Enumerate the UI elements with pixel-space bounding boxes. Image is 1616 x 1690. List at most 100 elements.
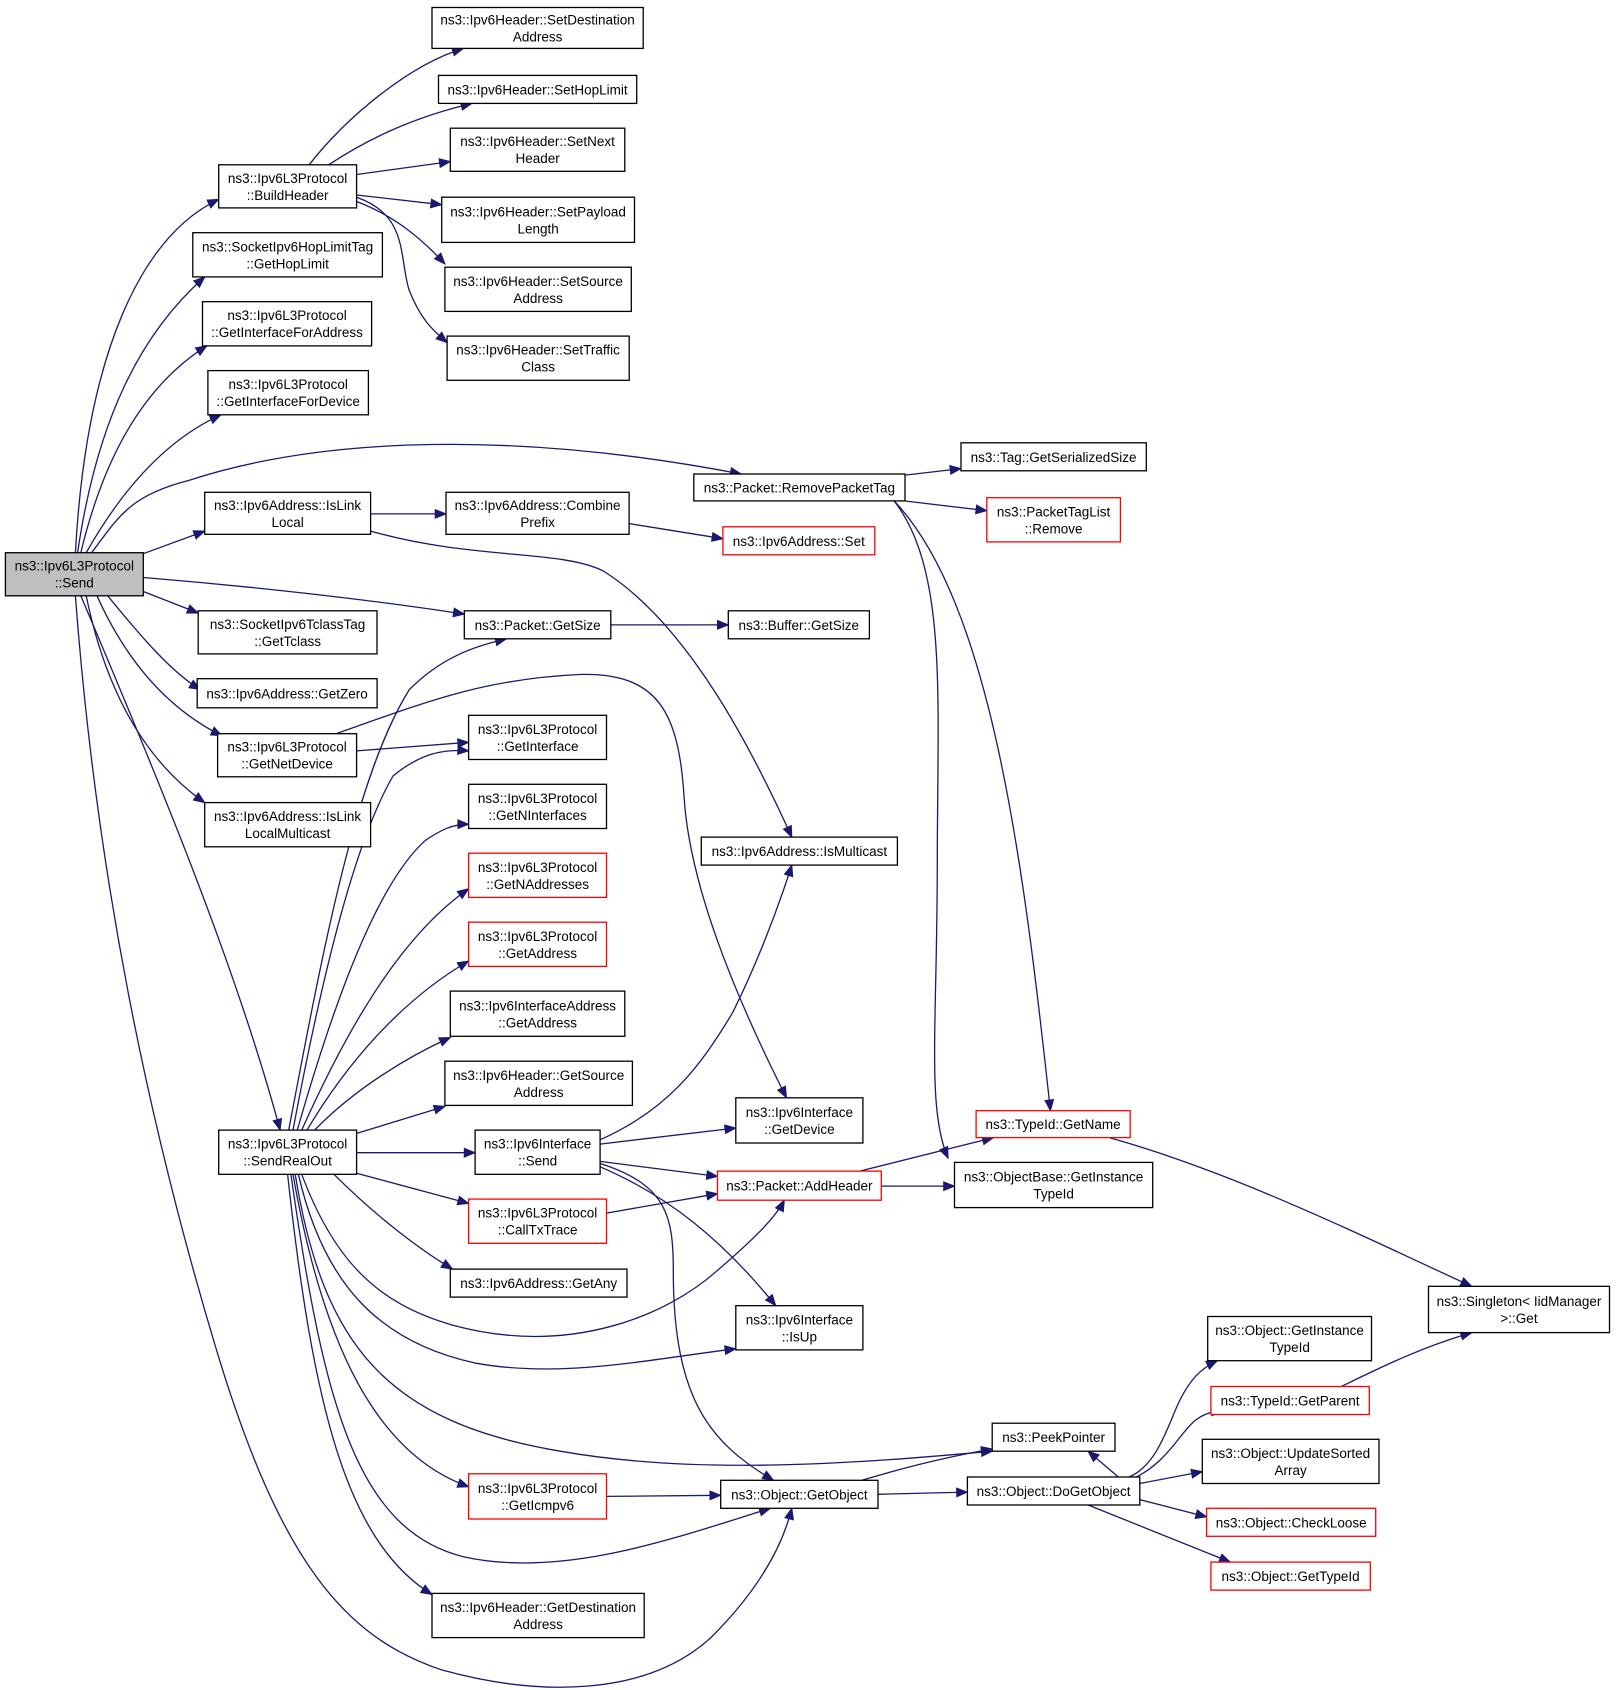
- edge-line: [107, 595, 201, 691]
- node-getAddress[interactable]: ns3::Ipv6L3Protocol::GetAddress: [467, 921, 608, 968]
- node-label: ns3::Ipv6L3Protocol: [15, 559, 134, 574]
- node-buildHeader[interactable]: ns3::Ipv6L3Protocol::BuildHeader: [218, 164, 358, 209]
- node-label: ns3::Packet::RemovePacketTag: [704, 481, 895, 496]
- arrow-head-icon: [192, 276, 206, 289]
- node-getZero[interactable]: ns3::Ipv6Address::GetZero: [196, 678, 378, 709]
- edge-sendRealOut-to-ifIsUp: [297, 1174, 738, 1370]
- node-box: [735, 1097, 864, 1144]
- edge-line: [301, 1174, 785, 1337]
- node-label: ns3::SocketIpv6TclassTag: [210, 617, 365, 632]
- node-label: ::GetTclass: [254, 634, 321, 649]
- edge-line: [85, 595, 206, 804]
- node-setHopLimit[interactable]: ns3::Ipv6Header::SetHopLimit: [437, 74, 638, 105]
- node-removePacketTag[interactable]: ns3::Packet::RemovePacketTag: [693, 473, 906, 502]
- edge-sendRealOut-to-ifAddrGetAddress: [314, 1036, 452, 1131]
- edge-line: [292, 1174, 469, 1488]
- arrow-head-icon: [192, 530, 206, 540]
- node-getInterface[interactable]: ns3::Ipv6L3Protocol::GetInterface: [467, 714, 608, 761]
- node-pktGetSize[interactable]: ns3::Packet::GetSize: [463, 610, 612, 640]
- node-box: [444, 1060, 634, 1107]
- node-label: Prefix: [520, 515, 555, 530]
- node-getHopLimitTag[interactable]: ns3::SocketIpv6HopLimitTag::GetHopLimit: [192, 232, 384, 278]
- arrow-head-icon: [434, 508, 448, 519]
- node-getNetDevice[interactable]: ns3::Ipv6L3Protocol::GetNetDevice: [216, 733, 358, 778]
- node-send[interactable]: ns3::Ipv6L3Protocol::Send: [4, 552, 144, 597]
- edge-sendRealOut-to-getNInterfaces: [296, 819, 470, 1131]
- node-objGetTypeId[interactable]: ns3::Object::GetTypeId: [1210, 1561, 1371, 1591]
- node-label: Header: [515, 151, 560, 166]
- node-label: ns3::Ipv6Interface: [484, 1137, 591, 1152]
- node-isMulticast[interactable]: ns3::Ipv6Address::IsMulticast: [700, 836, 899, 866]
- node-label: ns3::Ipv6Header::SetPayload: [450, 204, 626, 219]
- node-label: ::Send: [55, 576, 94, 591]
- arrow-head-icon: [764, 1293, 777, 1307]
- node-label: ns3::Object::GetObject: [731, 1487, 868, 1502]
- edge-buildHeader-to-setNextHeader: [356, 158, 452, 176]
- node-ptlRemove[interactable]: ns3::PacketTagList::Remove: [986, 497, 1122, 543]
- arrow-head-icon: [452, 607, 466, 618]
- node-label: ns3::Ipv6Address::Set: [733, 534, 865, 549]
- node-box: [431, 6, 644, 50]
- node-getNInterfaces[interactable]: ns3::Ipv6L3Protocol::GetNInterfaces: [467, 783, 608, 830]
- node-peekPointer[interactable]: ns3::PeekPointer: [991, 1422, 1116, 1452]
- node-getIfForDev[interactable]: ns3::Ipv6L3Protocol::GetInterfaceForDevi…: [207, 369, 370, 416]
- node-singletonGet[interactable]: ns3::Singleton< IidManager >::Get: [1427, 1285, 1611, 1334]
- node-tagSerSize[interactable]: ns3::Tag::GetSerializedSize: [960, 442, 1147, 472]
- node-objGetObject[interactable]: ns3::Object::GetObject: [720, 1479, 879, 1509]
- edge-send-to-sendRealOut: [80, 595, 283, 1132]
- edge-buildHeader-to-setDestAddr: [308, 46, 465, 166]
- node-typeIdGetParent[interactable]: ns3::TypeId::GetParent: [1210, 1385, 1370, 1416]
- node-label: Address: [513, 30, 563, 45]
- node-label: ns3::Ipv6L3Protocol: [478, 1206, 597, 1221]
- edge-line: [333, 1173, 453, 1270]
- node-getNAddresses[interactable]: ns3::Ipv6L3Protocol::GetNAddresses: [467, 852, 608, 899]
- node-box: [196, 678, 378, 709]
- edge-line: [599, 864, 793, 1141]
- node-label: ns3::Ipv6Address::Combine: [455, 498, 621, 513]
- edge-sendRealOut-to-getAddress: [306, 960, 470, 1131]
- node-ifIsUp[interactable]: ns3::Ipv6Interface::IsUp: [735, 1305, 864, 1351]
- node-label: ::Remove: [1025, 521, 1083, 536]
- node-checkLoose[interactable]: ns3::Object::CheckLoose: [1205, 1507, 1377, 1537]
- arrow-head-icon: [456, 1478, 470, 1488]
- node-sendRealOut[interactable]: ns3::Ipv6L3Protocol::SendRealOut: [218, 1129, 358, 1175]
- node-ifSend[interactable]: ns3::Ipv6Interface::Send: [474, 1129, 601, 1175]
- arrow-head-icon: [980, 1445, 994, 1456]
- node-label: Array: [1274, 1463, 1307, 1478]
- node-typeIdGetName[interactable]: ns3::TypeId::GetName: [975, 1110, 1131, 1139]
- node-label: Class: [521, 360, 555, 375]
- node-addHeader[interactable]: ns3::Packet::AddHeader: [716, 1170, 882, 1201]
- node-bufGetSize[interactable]: ns3::Buffer::GetSize: [727, 610, 871, 640]
- node-box: [960, 442, 1147, 472]
- node-getIcmpv6[interactable]: ns3::Ipv6L3Protocol::GetIcmpv6: [467, 1473, 608, 1520]
- node-addrSet[interactable]: ns3::Ipv6Address::Set: [722, 526, 876, 556]
- node-ifGetDevice[interactable]: ns3::Ipv6Interface::GetDevice: [735, 1097, 864, 1144]
- node-label: TypeId: [1269, 1340, 1310, 1355]
- node-getIfForAddr[interactable]: ns3::Ipv6L3Protocol::GetInterfaceForAddr…: [201, 301, 373, 347]
- edge-line: [308, 47, 464, 166]
- edges-layer: [74, 46, 1473, 1688]
- edge-line: [606, 1193, 718, 1214]
- node-box: [204, 491, 372, 535]
- edge-ifSend-to-addHeader: [600, 1160, 719, 1180]
- node-callTxTrace[interactable]: ns3::Ipv6L3Protocol::CallTxTrace: [467, 1198, 608, 1244]
- node-label: ::Send: [518, 1154, 557, 1169]
- node-getAny[interactable]: ns3::Ipv6Address::GetAny: [449, 1268, 628, 1298]
- node-ifAddrGetAddress[interactable]: ns3::Ipv6InterfaceAddress::GetAddress: [449, 990, 626, 1037]
- node-getTclass[interactable]: ns3::SocketIpv6TclassTag::GetTclass: [197, 610, 378, 655]
- node-doGetObject[interactable]: ns3::Object::DoGetObject: [966, 1476, 1141, 1506]
- arrow-head-icon: [705, 1190, 719, 1201]
